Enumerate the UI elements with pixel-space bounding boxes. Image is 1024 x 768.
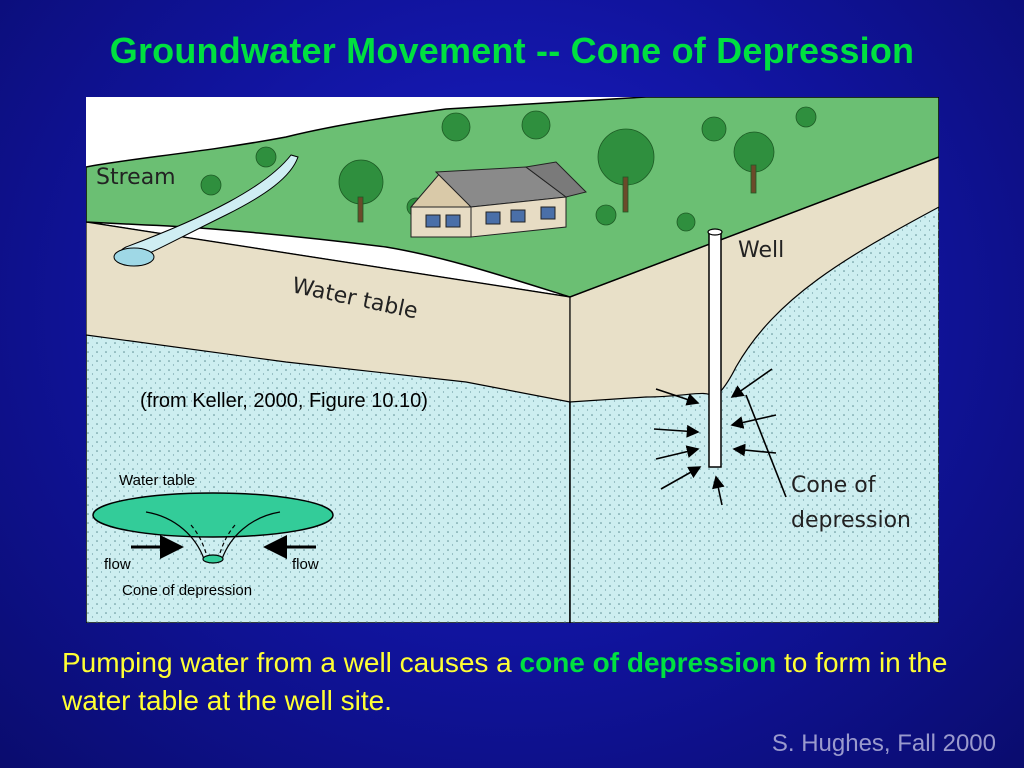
source-citation: (from Keller, 2000, Figure 10.10) — [140, 390, 428, 412]
cone-label-line2: depression — [791, 508, 911, 533]
inset-water-table-disc — [92, 492, 334, 538]
caption-highlight: cone of depression — [519, 647, 777, 678]
flow-arrows — [653, 368, 777, 506]
stream-label: Stream — [96, 165, 176, 190]
well-label: Well — [738, 238, 784, 263]
inset-flow-right-label: flow — [292, 556, 319, 573]
inset-flow-left-label: flow — [104, 556, 131, 573]
groundwater-diagram: Stream Well Water table Cone of depressi… — [86, 97, 939, 623]
inset-cone-diagram: Water table flow flow Cone of depression — [92, 472, 334, 599]
slide-title: Groundwater Movement -- Cone of Depressi… — [109, 30, 915, 71]
inset-water-table-label: Water table — [119, 472, 195, 489]
caption-text-before: Pumping water from a well causes a — [62, 647, 520, 678]
well-top — [707, 228, 723, 236]
author-credit: S. Hughes, Fall 2000 — [771, 730, 996, 757]
trees — [200, 106, 817, 232]
house — [409, 161, 587, 238]
inset-cone-label: Cone of depression — [122, 582, 252, 599]
cone-label-line1: Cone of — [791, 473, 877, 498]
well-casing — [708, 231, 722, 468]
cone-leader-line — [745, 394, 787, 498]
caption-text-after: to form in the water table at the well s… — [62, 647, 948, 716]
caption: Pumping water from a well causes a cone … — [62, 644, 1002, 720]
inset-well-bottom — [202, 554, 224, 564]
stream-pool — [113, 247, 155, 267]
